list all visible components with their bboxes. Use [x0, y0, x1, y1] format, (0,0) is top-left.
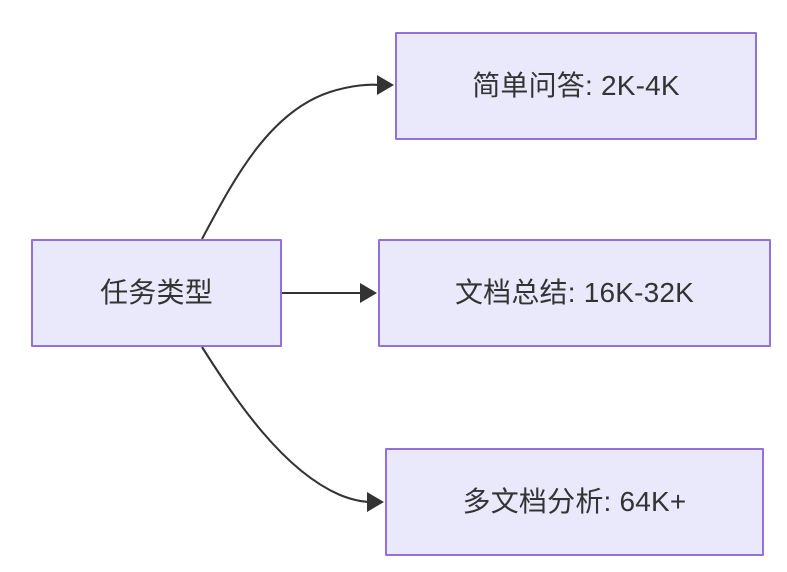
edge-to-doc-summary: [282, 283, 377, 303]
node-task-type[interactable]: 任务类型: [31, 239, 282, 347]
edge-to-multi-doc-analysis-path: [201, 346, 373, 504]
arrowhead-icon: [367, 492, 384, 512]
arrowhead-icon: [377, 75, 394, 95]
node-doc-summary[interactable]: 文档总结: 16K-32K: [378, 239, 771, 347]
node-simple-qa[interactable]: 简单问答: 2K-4K: [395, 32, 757, 140]
edge-to-simple-qa: [201, 75, 394, 240]
node-doc-summary-label: 文档总结: 16K-32K: [454, 277, 695, 309]
edge-to-simple-qa-path: [201, 83, 381, 240]
edge-to-multi-doc-analysis: [201, 346, 384, 512]
node-multi-doc-analysis[interactable]: 多文档分析: 64K+: [385, 448, 764, 556]
node-simple-qa-label: 简单问答: 2K-4K: [472, 70, 680, 102]
node-multi-doc-analysis-label: 多文档分析: 64K+: [462, 486, 687, 518]
node-task-type-label: 任务类型: [100, 277, 213, 309]
arrowhead-icon: [360, 283, 377, 303]
